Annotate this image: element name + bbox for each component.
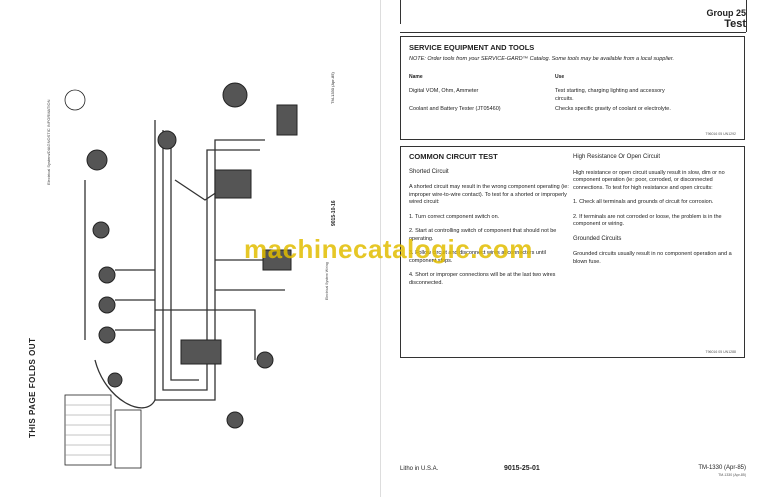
diagram-side-heading: Electrical System/DIAGNOSTIC INFORMATION [46,99,51,186]
footer-tm-sub: TM-1330 (Apr-85) [718,473,746,477]
shorted-circuit-column: COMMON CIRCUIT TEST Shorted Circuit A sh… [409,153,569,294]
high-resistance-step-2: 2. If terminals are not corroded or loos… [573,213,722,228]
shorted-step-2: 2. Start at controlling switch of compon… [409,228,557,242]
service-equipment-box: SERVICE EQUIPMENT AND TOOLS NOTE: Order … [400,36,745,140]
shorted-step-1: 1. Turn correct component switch on. [409,213,500,220]
wiring-diagram-page: THIS PAGE FOLDS OUT Electrical System/DI… [28,72,337,469]
grounded-circuits-heading: Grounded Circuits [573,235,622,242]
diagram-caption: Electrical System Wiring [325,262,329,300]
tool-use-2: Checks specific gravity of coolant or el… [555,106,671,112]
diagram-page-code: 9015-10-16 [331,200,337,226]
footer-tm: TM-1330 (Apr-85) [698,465,746,471]
high-resistance-heading: High Resistance Or Open Circuit [573,154,661,160]
footer-page-code: 9015-25-01 [504,465,540,472]
page-gutter [380,0,381,497]
diagram-tm-code: TM-1330 (Apr-85) [330,72,335,104]
shorted-step-4: 4. Short or improper connections will be… [409,272,556,286]
header-rule [400,32,746,33]
circuit-test-title: COMMON CIRCUIT TEST [409,152,498,161]
test-page: Group 25 Test SERVICE EQUIPMENT AND TOOL… [384,0,768,497]
section-title: Test [724,18,746,30]
service-equipment-note: NOTE: Order tools from your SERVICE-GARD… [409,56,675,62]
wiring-schematic [64,82,298,469]
grounded-circuits-text: Grounded circuits usually result in no c… [573,251,732,265]
group-label: Group 25 [706,8,746,18]
service-equipment-title: SERVICE EQUIPMENT AND TOOLS [409,43,535,52]
high-resistance-step-1: 1. Check all terminals and grounds of ci… [573,199,714,205]
shorted-circuit-heading: Shorted Circuit [409,168,449,175]
column-header-name: Name [409,74,423,80]
tool-name-1: Digital VOM, Ohm, Ammeter [409,88,479,94]
footer-litho: Litho in U.S.A. [400,466,439,472]
fold-notice: THIS PAGE FOLDS OUT [28,337,37,438]
service-equipment-ref: T96016 05 UN1292 [705,132,736,136]
tool-name-2: Coolant and Battery Tester (JT05460) [409,106,501,112]
tool-use-1: Test starting, charging lighting and acc… [555,88,665,102]
circuit-test-box: COMMON CIRCUIT TEST Shorted Circuit A sh… [400,146,745,358]
shorted-step-3: 3. Follow circuit and disconnect wires a… [409,250,546,264]
circuit-test-ref: T96016 05 UN1288 [705,350,736,354]
watermark: machinecatalogic.com [244,234,533,264]
high-resistance-column: High Resistance Or Open Circuit High res… [573,153,738,273]
shorted-circuit-intro: A shorted circuit may result in the wron… [409,184,569,205]
header-frame [400,0,747,32]
high-resistance-intro: High resistance or open circuit usually … [573,169,725,191]
column-header-use: Use [555,74,565,80]
